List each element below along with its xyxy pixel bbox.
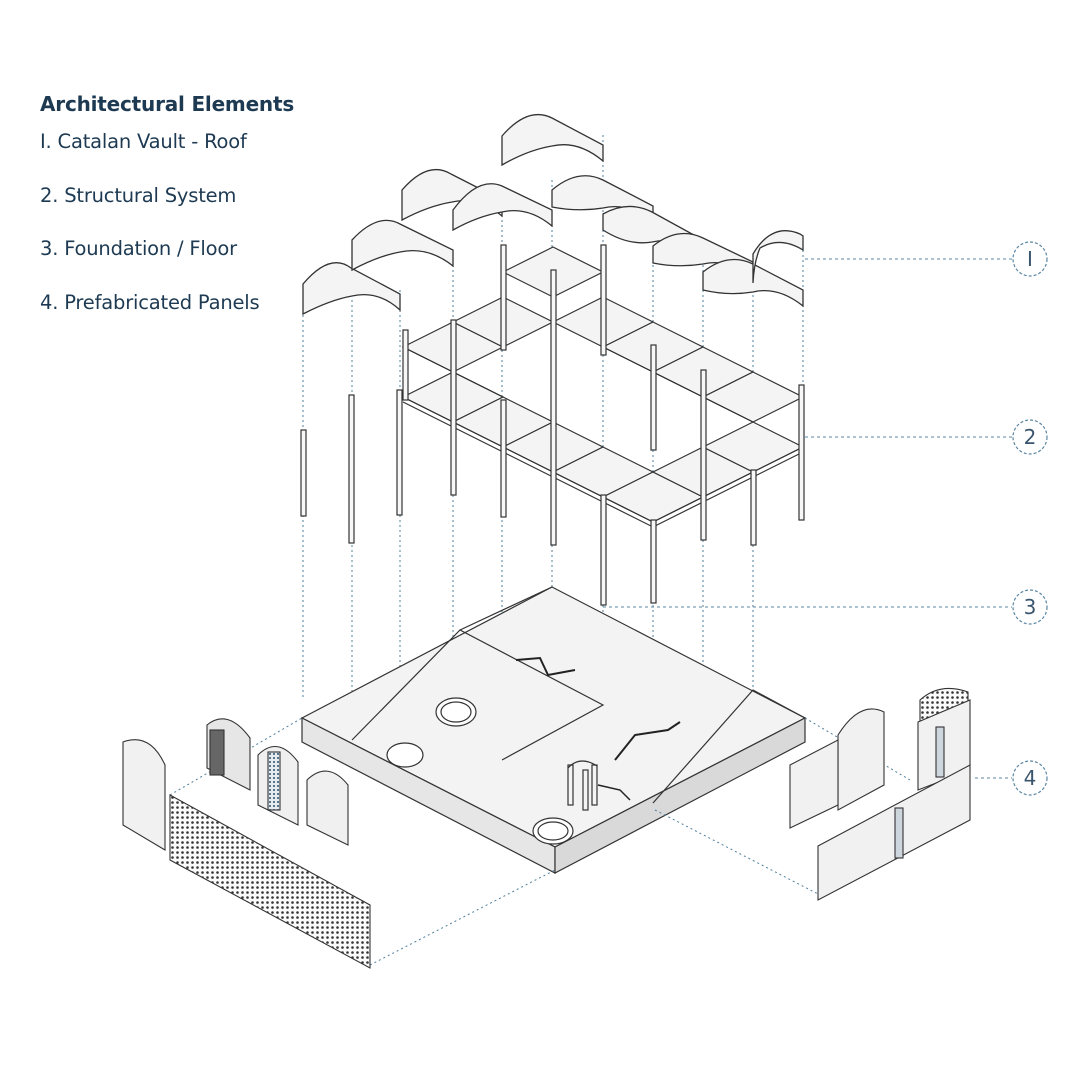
legend-title: Architectural Elements — [40, 92, 295, 116]
staircase — [515, 656, 576, 677]
callout-3-label: 3 — [1024, 595, 1037, 619]
vault-tile — [752, 230, 804, 284]
callout-1 — [1012, 241, 1048, 277]
column — [348, 394, 355, 544]
vault-tile — [302, 262, 401, 316]
callout-3 — [1012, 589, 1048, 625]
callouts: I 2 3 4 — [603, 241, 1048, 796]
perforated-panel — [169, 794, 371, 969]
column — [300, 429, 307, 517]
column — [500, 244, 507, 351]
column — [600, 244, 607, 356]
column — [500, 399, 507, 518]
callout-2 — [1012, 419, 1048, 455]
callout-4 — [1012, 760, 1048, 796]
column — [700, 369, 707, 541]
column — [650, 344, 657, 451]
wall-panel-tall — [122, 739, 166, 851]
foundation-floor — [300, 586, 807, 874]
column — [402, 329, 409, 401]
callout-2-label: 2 — [1024, 425, 1037, 449]
staircase — [614, 721, 681, 761]
vault-tile — [501, 113, 604, 167]
staircase — [597, 784, 631, 801]
oval-opening — [386, 742, 424, 768]
callout-4-label: 4 — [1024, 766, 1037, 790]
column — [650, 519, 657, 604]
foundation-slab-side-right — [554, 717, 806, 874]
wall-panel-long — [817, 764, 971, 901]
column — [450, 319, 457, 496]
column — [550, 269, 557, 546]
legend: Architectural Elements I. Catalan Vault … — [40, 92, 294, 344]
arched-door-panel — [837, 708, 885, 811]
legend-item-roof: I. Catalan Vault - Roof — [40, 130, 247, 153]
column — [798, 384, 805, 521]
legend-item-panels: 4. Prefabricated Panels — [40, 290, 260, 314]
column — [600, 494, 607, 606]
legend-item-foundation: 3. Foundation / Floor — [40, 237, 237, 260]
column — [396, 389, 403, 516]
legend-item-structure: 2. Structural System — [40, 183, 237, 207]
portal-frame — [567, 760, 598, 811]
callout-1-label: I — [1027, 247, 1033, 271]
arched-window-panel — [306, 770, 349, 846]
vault-tile — [452, 183, 553, 232]
structural-system — [300, 244, 805, 606]
vault-tile — [351, 219, 454, 272]
wall-panel — [789, 739, 839, 829]
prefabricated-panels — [122, 687, 971, 969]
catalan-vault-roof — [302, 113, 804, 316]
column — [750, 469, 757, 546]
